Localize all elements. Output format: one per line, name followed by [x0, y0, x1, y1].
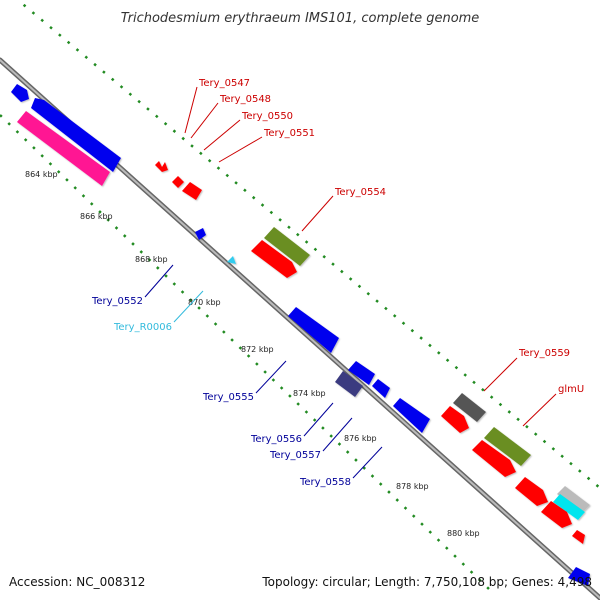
gene-label-tery-0554: Tery_0554: [334, 187, 386, 198]
callout-line-tery-0551: [218, 136, 263, 163]
forward-features: [155, 161, 590, 544]
callout-line-tery-0555: [255, 360, 287, 394]
gene-feature-red-c: [572, 530, 585, 544]
outer-dotted-ring: [15, 0, 600, 489]
gene-feature-tery-0550-0551: [182, 182, 202, 200]
gene-label-tery-0557: Tery_0557: [269, 450, 321, 461]
callout-line-glmU: [522, 393, 557, 427]
reverse-features: [11, 84, 590, 586]
tick-label: 880 kbp: [447, 529, 480, 538]
gene-feature-tery-0552: [195, 228, 206, 240]
tick-label: 876 kbp: [344, 434, 377, 443]
gene-label-glmU: glmU: [558, 384, 584, 395]
tick-label: 866 kbp: [80, 212, 113, 221]
gene-feature-blue-small-1: [11, 84, 29, 102]
callout-line-tery-r0006: [173, 290, 204, 323]
gene-feature-tery-0555: [288, 307, 339, 353]
gene-feature-tery-0547: [155, 161, 168, 172]
gene-label-tery-0547: Tery_0547: [198, 78, 250, 89]
gene-feature-tery-0558: [393, 398, 430, 433]
gene-feature-tery-0557-b: [372, 379, 390, 398]
gene-label-tery-0552: Tery_0552: [91, 296, 143, 307]
gene-feature-tery-0554: [251, 240, 297, 278]
gene-label-tery-0550: Tery_0550: [241, 111, 293, 122]
topology-text: Topology: circular; Length: 7,750,108 bp…: [261, 575, 592, 589]
gene-label-tery-0558: Tery_0558: [299, 477, 351, 488]
callout-line-tery-0559: [483, 357, 518, 392]
gene-feature-tery-0548: [172, 176, 184, 188]
callout-line-tery-0556: [303, 402, 334, 437]
gene-feature-light-gray: [557, 486, 590, 513]
gene-feature-glmU: [472, 440, 516, 477]
gene-label-tery-0559: Tery_0559: [518, 348, 570, 359]
callout-line-tery-0558: [352, 446, 383, 479]
gene-label-tery-0555: Tery_0555: [202, 392, 254, 403]
callout-line-tery-0547: [184, 86, 198, 134]
gene-feature-glmU-olive: [484, 427, 531, 466]
callout-line-tery-0554: [301, 195, 334, 232]
tick-labels: 864 kbp 866 kbp 868 kbp 870 kbp 872 kbp …: [25, 170, 480, 538]
gene-label-tery-0556: Tery_0556: [250, 434, 302, 445]
gene-feature-blue-large: [31, 98, 121, 172]
gene-labels: Tery_0547 Tery_0548 Tery_0550 Tery_0551 …: [91, 78, 584, 488]
callout-lines: [144, 86, 557, 479]
gene-label-tery-r0006: Tery_R0006: [113, 322, 172, 333]
tick-label: 878 kbp: [396, 482, 429, 491]
gene-feature-tery-0559: [441, 406, 469, 433]
callout-line-tery-0552: [144, 264, 174, 298]
tick-label: 870 kbp: [188, 298, 221, 307]
gene-feature-tery-0554-olive: [264, 227, 310, 266]
gene-feature-red-b: [541, 501, 572, 528]
gene-feature-dark-gray: [453, 393, 486, 422]
gene-label-tery-0551: Tery_0551: [263, 128, 315, 139]
callout-line-tery-0550: [203, 119, 241, 151]
tick-label: 864 kbp: [25, 170, 58, 179]
gene-feature-cyan: [553, 494, 585, 520]
gene-feature-red-a: [515, 477, 548, 506]
tick-label: 872 kbp: [241, 345, 274, 354]
tick-label: 874 kbp: [293, 389, 326, 398]
accession-text: Accession: NC_008312: [9, 575, 145, 589]
map-title: Trichodesmium erythraeum IMS101, complet…: [121, 11, 480, 26]
callout-line-tery-0557: [322, 417, 353, 452]
gene-feature-blue-corner: [568, 567, 590, 586]
gene-feature-tery-0557-a: [348, 361, 375, 385]
gene-feature-tery-r0006: [227, 256, 236, 264]
callout-line-tery-0548: [190, 102, 219, 139]
gene-label-tery-0548: Tery_0548: [219, 94, 271, 105]
tick-label: 868 kbp: [135, 255, 168, 264]
gene-feature-tery-0556: [335, 371, 363, 397]
gene-feature-magenta: [17, 111, 110, 186]
